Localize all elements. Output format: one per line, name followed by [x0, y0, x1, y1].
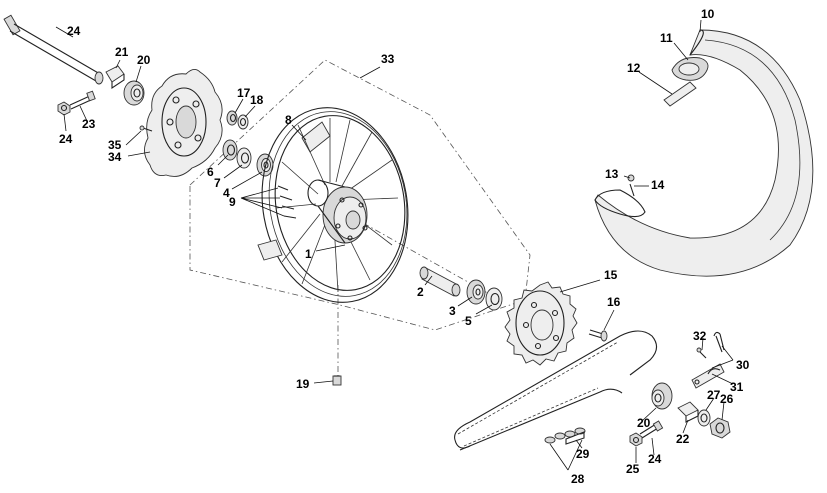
callout-3: 3	[449, 304, 456, 318]
callout-12: 12	[627, 61, 641, 75]
callout-labels: 24 21 20 24 23 35 34 17 18 8 6 7 4 9 1 3…	[59, 7, 750, 486]
callout-33: 33	[381, 52, 395, 66]
axle	[3, 14, 104, 85]
axle-nut	[709, 417, 731, 439]
callout-18: 18	[250, 93, 264, 107]
callout-21: 21	[115, 45, 129, 59]
callout-27: 27	[707, 388, 721, 402]
seal-left	[222, 139, 238, 161]
bearing-left-outer	[236, 147, 252, 169]
callout-20-right: 20	[637, 416, 651, 430]
callout-7: 7	[214, 176, 221, 190]
callout-22: 22	[676, 432, 690, 446]
callout-19: 19	[296, 377, 310, 391]
valve-nut	[629, 183, 635, 197]
adjuster-bolt-right	[639, 420, 664, 439]
assembly-outline	[189, 59, 531, 331]
seal-small	[237, 114, 249, 130]
spacer-left	[123, 80, 145, 106]
cotter-pin	[713, 331, 725, 353]
callout-5: 5	[465, 314, 472, 328]
adjuster-bolt-left	[69, 90, 96, 110]
hub-spacer	[419, 266, 461, 297]
callout-2: 2	[417, 285, 424, 299]
callout-9: 9	[229, 195, 236, 209]
spokes-nipples	[277, 185, 297, 219]
callout-35: 35	[108, 138, 122, 152]
callout-31: 31	[730, 380, 744, 394]
chain-master-link	[544, 427, 586, 445]
rim-strip	[663, 81, 697, 107]
brake-disc	[144, 69, 223, 177]
callout-4: 4	[223, 186, 230, 200]
callout-1: 1	[305, 247, 312, 261]
adjuster-nut-left	[57, 101, 71, 116]
callout-24-right: 25	[626, 462, 640, 476]
drive-chain	[454, 330, 658, 451]
seal-right	[485, 287, 503, 311]
leader-lines	[55, 19, 734, 471]
adjuster-nut-right	[629, 432, 643, 447]
spacer-right	[651, 382, 673, 410]
callout-6: 6	[207, 165, 214, 179]
callout-20-left: 20	[137, 53, 151, 67]
tire	[594, 29, 814, 277]
collar	[226, 110, 238, 126]
valve-cap	[627, 174, 635, 182]
callout-23-right: 24	[648, 452, 662, 466]
bearing-right	[466, 279, 486, 305]
callout-14: 14	[651, 178, 665, 192]
rear-sprocket	[504, 281, 578, 366]
rear-wheel	[257, 107, 409, 303]
disc-bolt	[139, 125, 153, 132]
callout-23-left: 23	[82, 117, 96, 131]
callout-25: 24	[67, 24, 81, 38]
chain-adjuster-block-right	[677, 401, 699, 423]
inner-tube	[671, 57, 709, 81]
callout-16: 16	[607, 295, 621, 309]
callout-10: 10	[701, 7, 715, 21]
lock-pin	[696, 347, 707, 359]
valve-core	[332, 375, 342, 386]
callout-30: 30	[736, 358, 750, 372]
chain-adjuster-block-left	[105, 65, 125, 90]
callout-28: 28	[571, 472, 585, 486]
axle-washer	[697, 409, 711, 427]
sprocket-bolt	[588, 329, 608, 342]
callout-26: 26	[720, 392, 734, 406]
callout-11: 11	[660, 31, 673, 45]
callout-24-left: 24	[59, 132, 73, 146]
callout-13: 13	[605, 167, 619, 181]
callout-29: 29	[576, 447, 590, 461]
callout-34: 34	[108, 150, 122, 164]
callout-15: 15	[604, 268, 618, 282]
callout-32: 32	[693, 329, 707, 343]
callout-8: 8	[285, 113, 292, 127]
chain-slider-plate	[691, 363, 725, 389]
callout-17: 17	[237, 86, 251, 100]
